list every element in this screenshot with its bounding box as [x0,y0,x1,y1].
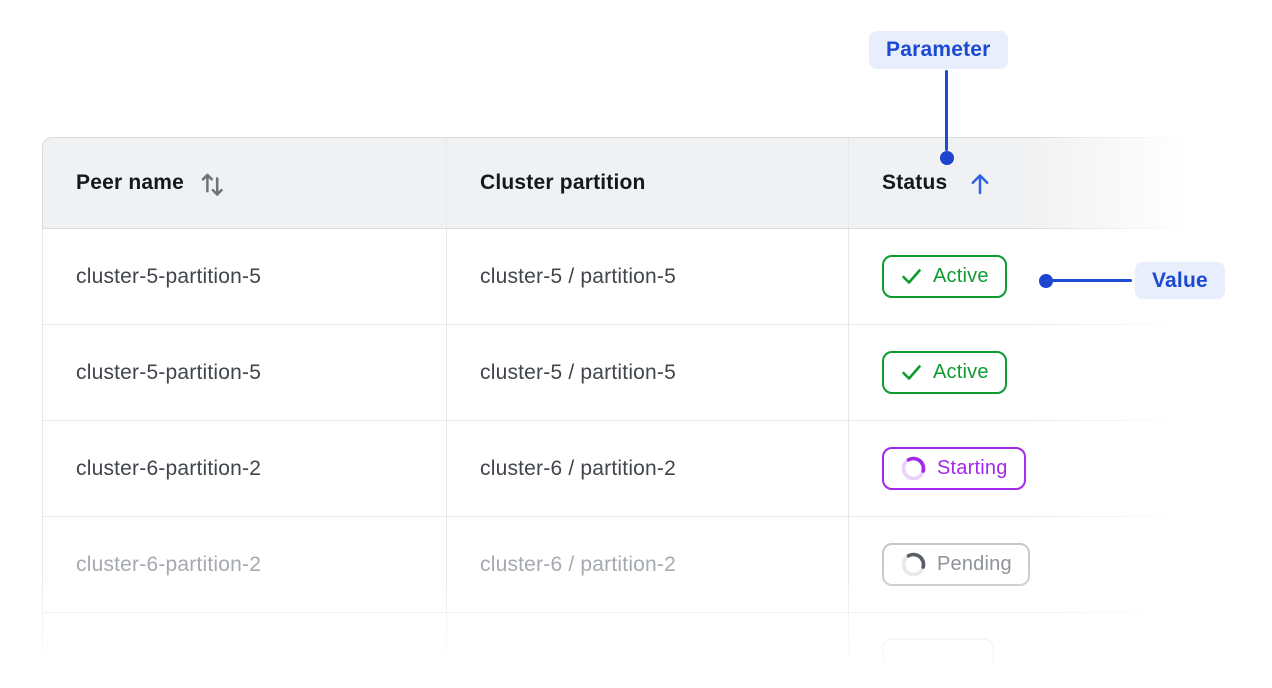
peer-name-cell: cluster-5-partition-5 [43,325,447,420]
cluster-partition-cell [447,613,849,688]
parameter-annotation-line [945,70,948,151]
column-header-cluster-partition[interactable]: Cluster partition [447,138,849,228]
peers-table: Peer name Cluster partition Status [42,137,1190,688]
cluster-partition-cell: cluster-6 / partition-2 [447,421,849,516]
cluster-partition-cell: cluster-5 / partition-5 [447,229,849,324]
status-label: Pending [937,553,1012,575]
status-badge-active: Active [882,255,1007,298]
parameter-annotation-label: Parameter [869,31,1008,69]
status-label: Active [933,361,989,383]
status-label: Active [933,265,989,287]
status-label: Starting [937,457,1008,479]
table-header-row: Peer name Cluster partition Status [42,137,1190,229]
table-row: cluster-6-partition-2 cluster-6 / partit… [43,421,1190,517]
cluster-partition-cell: cluster-5 / partition-5 [447,325,849,420]
spinner-icon [901,552,926,577]
status-cell: Starting [849,421,1190,516]
status-badge-ghost [882,638,994,684]
status-badge-pending: Pending [882,543,1030,586]
table-row: cluster-5-partition-5 cluster-5 / partit… [43,325,1190,421]
peer-name-cell: cluster-6-partition-2 [43,421,447,516]
check-icon [902,269,921,284]
value-annotation-line [1046,279,1132,282]
spinner-icon [901,456,926,481]
peer-name-cell: cluster-5-partition-5 [43,229,447,324]
status-cell [849,613,1190,688]
status-cell: Active [849,325,1190,420]
status-badge-starting: Starting [882,447,1026,490]
column-header-peer-name[interactable]: Peer name [43,138,447,228]
column-label: Peer name [76,171,185,194]
peer-name-cell [43,613,447,688]
status-badge-active: Active [882,351,1007,394]
value-annotation-label: Value [1135,262,1225,299]
parameter-annotation-dot [940,151,954,165]
table-row: cluster-5-partition-5 cluster-5 / partit… [43,229,1190,325]
table-body: cluster-5-partition-5 cluster-5 / partit… [42,229,1190,688]
table-row [43,613,1190,688]
column-label: Cluster partition [480,171,646,194]
column-label: Status [882,171,948,194]
status-cell: Pending [849,517,1190,612]
check-icon [902,365,921,380]
column-header-status[interactable]: Status [849,138,1190,228]
cluster-partition-cell: cluster-6 / partition-2 [447,517,849,612]
sort-arrows-icon [198,168,226,198]
status-cell: Active [849,229,1190,324]
arrow-up-icon [967,170,993,197]
table-row: cluster-6-partition-2 cluster-6 / partit… [43,517,1190,613]
peer-name-cell: cluster-6-partition-2 [43,517,447,612]
